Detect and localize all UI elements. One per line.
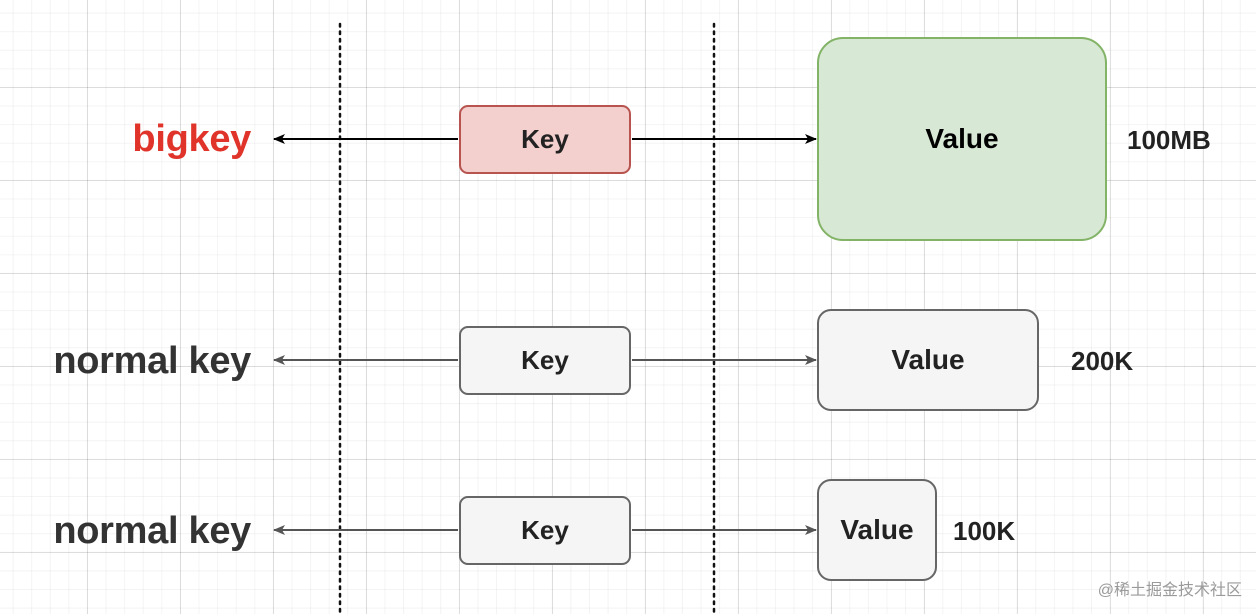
normal-key-2-key-box: Key <box>459 496 631 565</box>
normal-key-2-size-label: 100K <box>953 516 1016 546</box>
normal-key-1-label: normal key <box>53 340 251 382</box>
normal-key-1-value-text: Value <box>891 344 965 375</box>
bigkey-key-box: Key <box>459 105 631 174</box>
bigkey-size-label: 100MB <box>1127 125 1211 155</box>
bigkey-key-text: Key <box>521 124 569 154</box>
normal-key-1-value-box: Value <box>817 309 1039 411</box>
bigkey-value-text: Value <box>925 123 999 154</box>
watermark: @稀土掘金技术社区 <box>1097 582 1242 599</box>
normal-key-1-key-box: Key <box>459 326 631 395</box>
bigkey-label: bigkey <box>132 118 251 160</box>
normal-key-1-key-text: Key <box>521 345 569 375</box>
bigkey-value-box: Value <box>817 37 1107 241</box>
normal-key-2-value-text: Value <box>840 514 914 545</box>
normal-key-2-key-text: Key <box>521 515 569 545</box>
normal-key-2-label: normal key <box>53 510 251 552</box>
normal-key-2-value-box: Value <box>817 479 937 581</box>
normal-key-1-size-label: 200K <box>1071 346 1134 376</box>
